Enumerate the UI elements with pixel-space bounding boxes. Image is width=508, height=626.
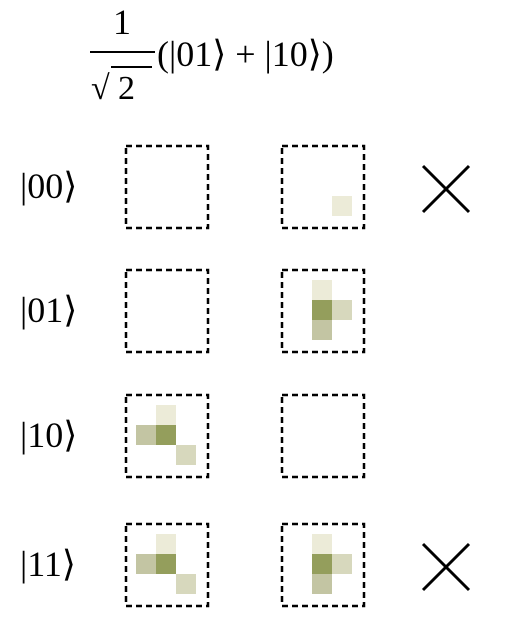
- cross-icon: [421, 164, 471, 214]
- left-panel: [124, 522, 210, 608]
- cell-light: [176, 574, 196, 594]
- cell-mid: [312, 574, 332, 594]
- sqrt-radicand: 2: [118, 70, 135, 107]
- ket-label: |10⟩: [20, 415, 77, 455]
- dashed-frame: [124, 393, 210, 479]
- left-panel: [124, 268, 210, 354]
- dashed-frame: [124, 268, 210, 354]
- cell-dark: [312, 300, 332, 320]
- ket-label: |01⟩: [20, 290, 77, 330]
- right-panel: [280, 144, 366, 230]
- state-row: |00⟩: [20, 144, 471, 230]
- ket-label: |11⟩: [20, 544, 76, 584]
- cell-dark: [312, 554, 332, 574]
- state-row: |01⟩: [20, 268, 366, 354]
- cell-mid: [136, 425, 156, 445]
- right-panel: [280, 268, 366, 354]
- fraction-numerator: 1: [113, 2, 131, 42]
- dashed-frame: [280, 144, 366, 230]
- rows: |00⟩ |01⟩ |10⟩ |11⟩: [20, 144, 471, 608]
- cell-pale: [156, 405, 176, 425]
- state-row: |10⟩: [20, 393, 366, 479]
- left-panel: [124, 144, 210, 230]
- ket-label: |00⟩: [20, 166, 77, 206]
- dashed-frame: [124, 144, 210, 230]
- state-row: |11⟩: [20, 522, 471, 608]
- cross-icon: [421, 542, 471, 592]
- state-expression: (|01⟩ + |10⟩): [157, 34, 334, 74]
- header-formula: 1 √ 2 (|01⟩ + |10⟩): [90, 2, 334, 107]
- dashed-frame: [280, 393, 366, 479]
- cell-light: [176, 445, 196, 465]
- right-panel: [280, 522, 366, 608]
- cell-mid: [312, 320, 332, 340]
- cell-light: [332, 554, 352, 574]
- cell-dark: [156, 425, 176, 445]
- dashed-frame: [124, 522, 210, 608]
- right-panel: [280, 393, 366, 479]
- cell-pale: [156, 534, 176, 554]
- cell-pale: [332, 196, 352, 216]
- left-panel: [124, 393, 210, 479]
- dashed-frame: [280, 268, 366, 354]
- sqrt-sign: √: [91, 70, 110, 107]
- cell-light: [332, 300, 352, 320]
- cell-dark: [156, 554, 176, 574]
- dashed-frame: [280, 522, 366, 608]
- cell-pale: [312, 534, 332, 554]
- cell-pale: [312, 280, 332, 300]
- cell-mid: [136, 554, 156, 574]
